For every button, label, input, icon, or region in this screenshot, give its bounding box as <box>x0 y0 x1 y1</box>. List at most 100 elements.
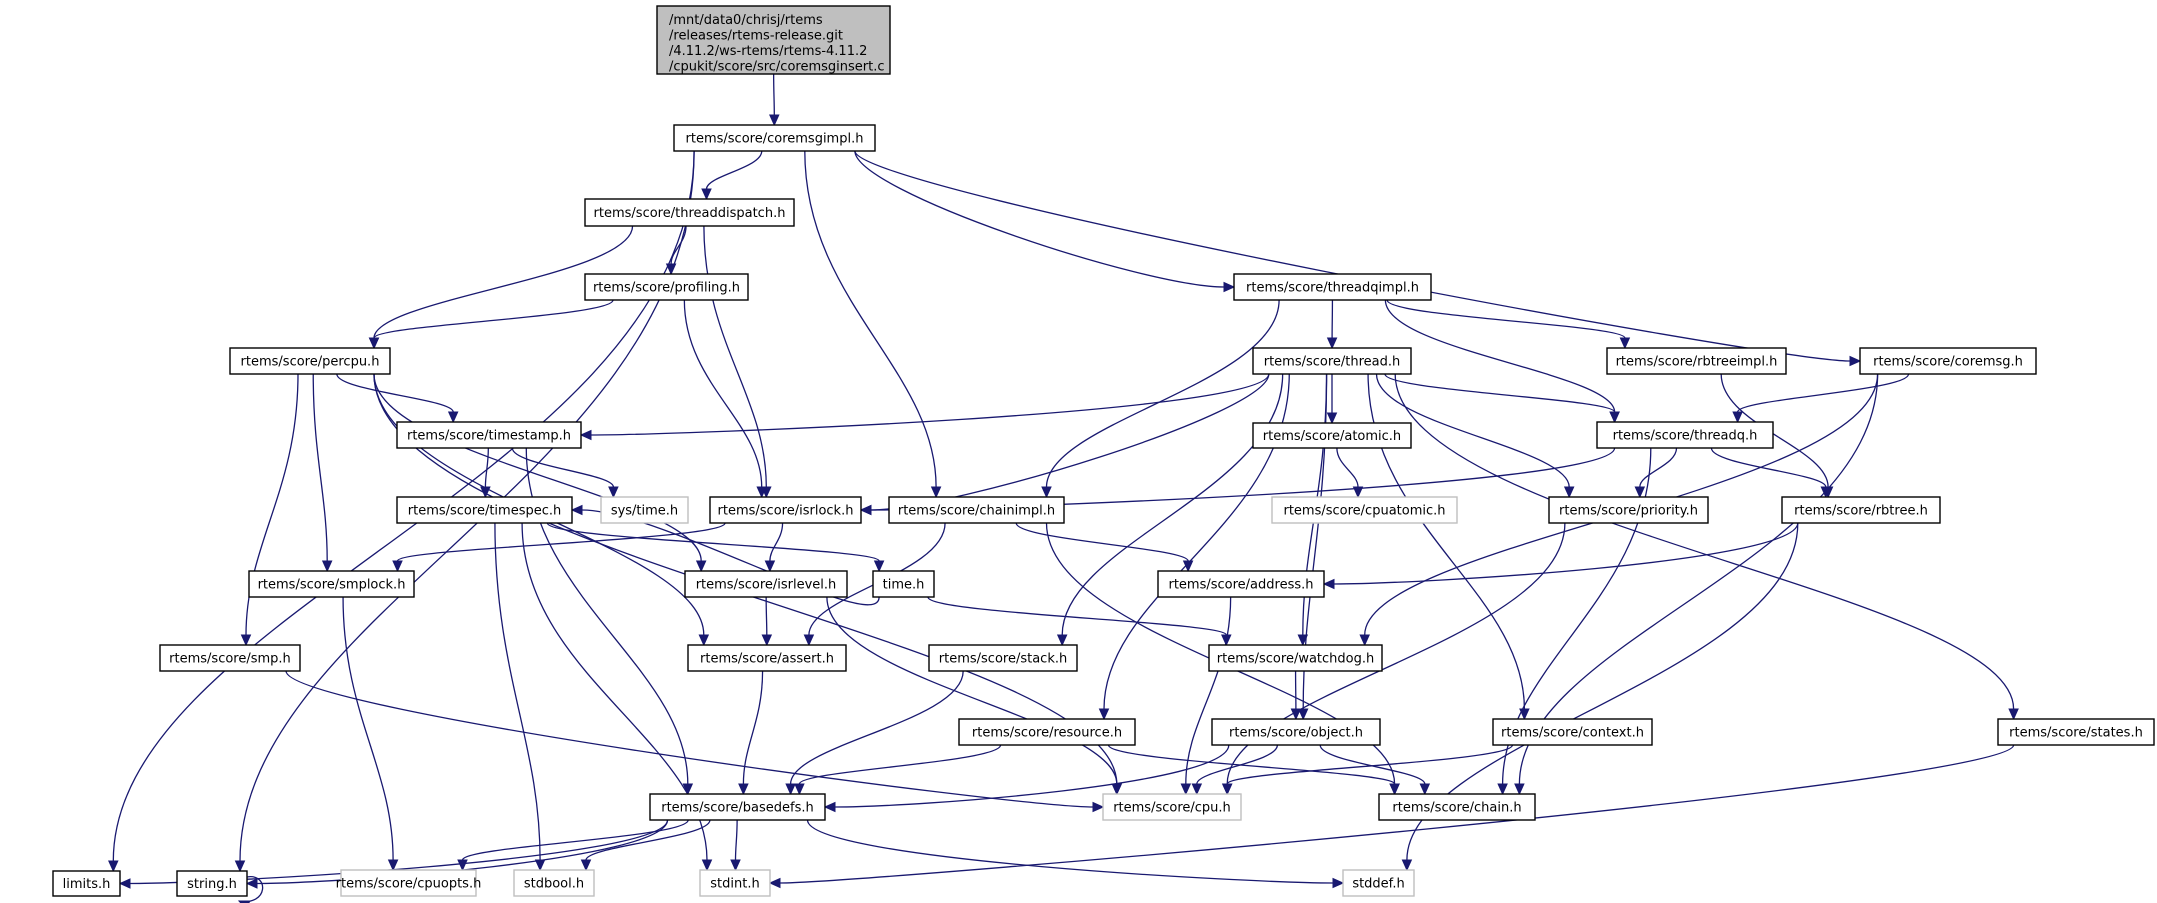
node-atomic[interactable]: rtems/score/atomic.h <box>1252 422 1412 449</box>
node-thread[interactable]: rtems/score/thread.h <box>1252 347 1412 375</box>
node-label: rtems/score/cpuopts.h <box>336 877 482 892</box>
edge-arrowhead <box>1092 801 1105 813</box>
edge-arrowhead <box>2008 708 2019 721</box>
node-profiling[interactable]: rtems/score/profiling.h <box>584 273 749 301</box>
node-chainimpl[interactable]: rtems/score/chainimpl.h <box>888 496 1065 524</box>
edge-arrowhead <box>698 634 710 647</box>
node-label: rtems/score/rbtree.h <box>1794 504 1928 519</box>
node-basedefs[interactable]: rtems/score/basedefs.h <box>649 793 826 821</box>
edge-threadq-to-priority <box>1639 447 1678 488</box>
node-cpuopts[interactable]: rtems/score/cpuopts.h <box>336 869 482 897</box>
edge-object-to-basedefs <box>834 744 1230 808</box>
edge-arrowhead <box>738 783 749 796</box>
node-timeh[interactable]: time.h <box>872 570 935 598</box>
node-label: rtems/score/cpuatomic.h <box>1283 504 1445 519</box>
node-timespec[interactable]: rtems/score/timespec.h <box>396 496 573 524</box>
edge-arrowhead <box>1191 783 1203 796</box>
node-box <box>396 421 582 449</box>
root-path-line: /4.11.2/ws-rtems/rtems-4.11.2 <box>669 44 867 59</box>
node-rbtree[interactable]: rtems/score/rbtree.h <box>1781 496 1941 524</box>
edge-basedefs-to-stdint <box>734 819 738 861</box>
node-isrlevel[interactable]: rtems/score/isrlevel.h <box>684 570 848 598</box>
node-label: rtems/score/threadq.h <box>1613 429 1758 444</box>
edge-coremsgimpl-to-threaddispatch <box>705 150 763 190</box>
edge-arrowhead <box>785 783 796 796</box>
node-context[interactable]: rtems/score/context.h <box>1492 718 1653 746</box>
node-stdbool[interactable]: stdbool.h <box>513 869 595 897</box>
root-file-node[interactable]: /mnt/data0/chrisj/rtems /releases/rtems-… <box>656 5 891 75</box>
edge-isrlock-to-smplock <box>396 522 726 562</box>
edge-arrowhead <box>1563 486 1575 499</box>
edge-timestamp-to-timespec <box>484 447 489 488</box>
node-coremsgimpl[interactable]: rtems/score/coremsgimpl.h <box>673 124 876 152</box>
node-resource[interactable]: rtems/score/resource.h <box>958 718 1136 746</box>
node-coremsg[interactable]: rtems/score/coremsg.h <box>1859 347 2037 375</box>
edge-arrowhead <box>665 263 677 276</box>
node-smp[interactable]: rtems/score/smp.h <box>159 644 301 672</box>
node-percpu[interactable]: rtems/score/percpu.h <box>229 347 391 375</box>
edge-basedefs-to-cpuopts <box>461 819 689 861</box>
node-box <box>1233 273 1432 301</box>
node-timestamp[interactable]: rtems/score/timestamp.h <box>396 421 582 449</box>
node-states[interactable]: rtems/score/states.h <box>1997 718 2155 746</box>
edge-threadq-to-rbtree <box>1710 447 1827 488</box>
node-systime[interactable]: sys/time.h <box>600 496 689 524</box>
node-chain[interactable]: rtems/score/chain.h <box>1378 793 1536 821</box>
node-string[interactable]: string.h <box>176 870 248 897</box>
node-label: rtems/score/basedefs.h <box>661 801 814 816</box>
node-box <box>1102 793 1242 821</box>
node-box <box>673 124 876 152</box>
edge-percpu-to-isrlevel <box>373 373 702 562</box>
node-threadqimpl[interactable]: rtems/score/threadqimpl.h <box>1233 273 1432 301</box>
edge-coremsgimpl-to-chainimpl <box>804 150 937 488</box>
edge-profiling-to-isrlock <box>683 299 763 488</box>
node-stack[interactable]: rtems/score/stack.h <box>928 644 1078 672</box>
node-box <box>709 496 862 524</box>
edge-arrowhead <box>1332 877 1345 889</box>
node-watchdog[interactable]: rtems/score/watchdog.h <box>1208 644 1383 672</box>
edge-arrowhead <box>570 504 583 516</box>
node-rbtreeimpl[interactable]: rtems/score/rbtreeimpl.h <box>1606 347 1787 375</box>
edge-arrowhead <box>457 859 468 872</box>
node-cpuatomic[interactable]: rtems/score/cpuatomic.h <box>1271 496 1458 524</box>
node-object[interactable]: rtems/score/object.h <box>1211 718 1381 746</box>
edge-context-to-cpu <box>1226 744 1514 785</box>
node-priority[interactable]: rtems/score/priority.h <box>1548 496 1709 524</box>
root-path-line: /releases/rtems-release.git <box>669 29 843 44</box>
node-label: rtems/score/profiling.h <box>593 281 740 296</box>
edge-arrowhead <box>392 560 403 573</box>
node-box <box>687 644 847 672</box>
node-cpu[interactable]: rtems/score/cpu.h <box>1102 793 1242 821</box>
node-box <box>958 718 1136 746</box>
edge-resource-to-chain <box>1107 744 1396 785</box>
node-stdint[interactable]: stdint.h <box>699 869 771 897</box>
edge-arrowhead <box>1056 634 1068 647</box>
node-label: rtems/score/coremsg.h <box>1873 355 2023 370</box>
node-box <box>248 570 415 598</box>
node-label: stdint.h <box>710 877 759 892</box>
node-limits[interactable]: limits.h <box>52 870 121 897</box>
node-box <box>1342 869 1415 897</box>
node-address[interactable]: rtems/score/address.h <box>1157 570 1325 598</box>
node-threaddispatch[interactable]: rtems/score/threaddispatch.h <box>584 198 795 227</box>
node-box <box>699 869 771 897</box>
node-threadq[interactable]: rtems/score/threadq.h <box>1596 421 1774 449</box>
edge-threadqimpl-to-rbtreeimpl <box>1386 299 1626 339</box>
edge-percpu-to-smplock <box>312 373 328 562</box>
node-smplock[interactable]: rtems/score/smplock.h <box>248 570 415 598</box>
edge-arrowhead <box>701 859 713 872</box>
edge-arrowhead <box>1822 486 1834 499</box>
edge-chainimpl-to-address <box>1015 522 1189 562</box>
edge-arrowhead <box>108 860 119 873</box>
node-box <box>1252 347 1412 375</box>
node-stddef[interactable]: stddef.h <box>1342 869 1415 897</box>
edge-arrowhead <box>580 859 592 872</box>
edge-arrowhead <box>1041 486 1052 499</box>
node-label: rtems/score/threadqimpl.h <box>1246 281 1419 296</box>
node-isrlock[interactable]: rtems/score/isrlock.h <box>709 496 862 524</box>
node-box <box>1208 644 1383 672</box>
edge-arrowhead <box>1322 578 1335 590</box>
node-assert[interactable]: rtems/score/assert.h <box>687 644 847 672</box>
edge-arrowhead <box>930 486 942 499</box>
